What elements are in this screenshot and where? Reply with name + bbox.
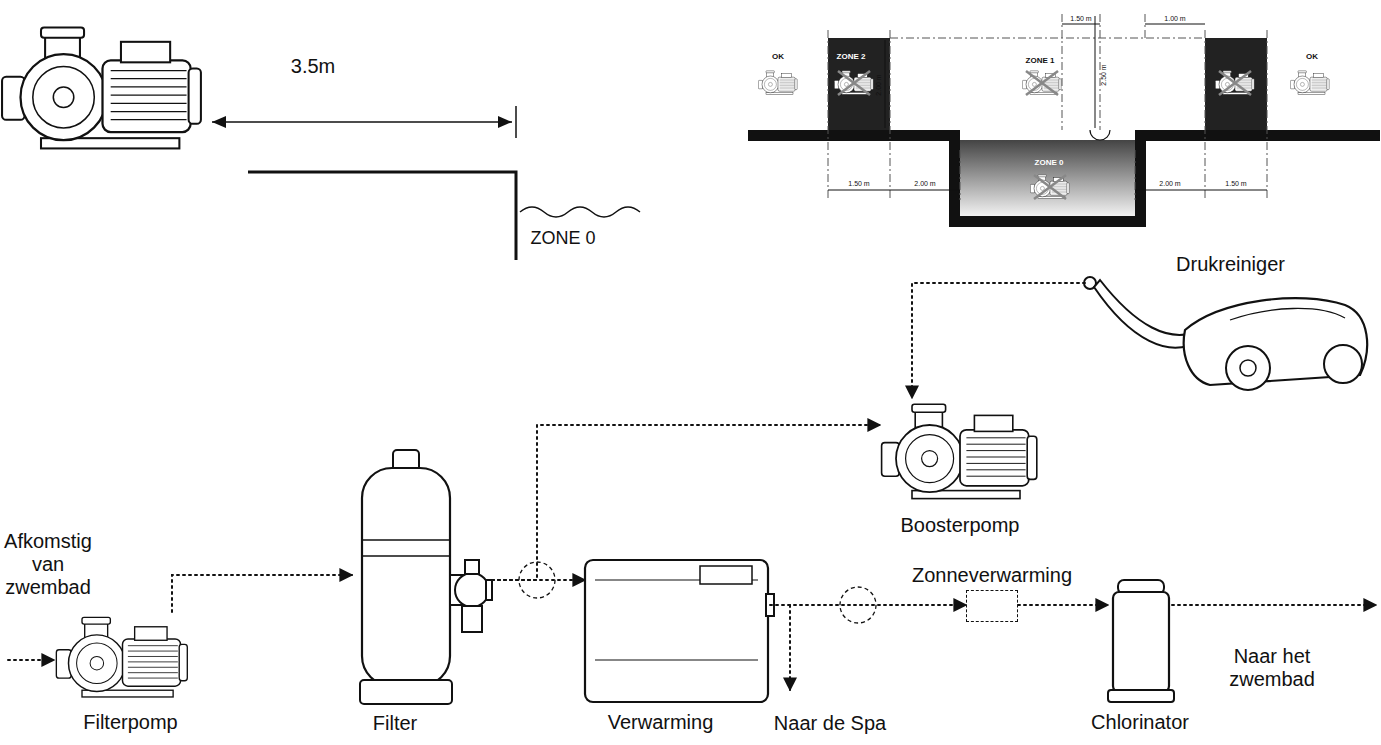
annotation-label: Naar het zwembad	[1222, 645, 1322, 691]
flow-connector	[172, 575, 352, 612]
annotation-label: 3.5m	[291, 55, 335, 78]
dimension-label: 2.00 m	[914, 180, 935, 188]
component-label: Verwarming	[608, 711, 714, 734]
annotation-label: ZONE 0	[530, 228, 595, 249]
dimension-label: OK	[772, 52, 784, 61]
annotation-label: Afkomstig van zwembad	[0, 530, 98, 599]
dimension-label: 1.50 m	[848, 180, 869, 188]
cleaner-illustration: Drukreiniger	[1085, 280, 1370, 390]
component-label: Filterpomp	[83, 711, 177, 734]
dimension-label: ZONE 2	[837, 52, 866, 61]
dimension-label: 2.00 m	[1159, 180, 1180, 188]
dimension-label: 1.50 m	[1225, 180, 1246, 188]
component-label: Chlorinator	[1091, 711, 1189, 734]
pump-illustration: Filterpomp	[55, 612, 190, 705]
dashed-box: Zonneverwarming	[966, 590, 1018, 622]
dimension-label: ZONE 0	[1035, 158, 1064, 167]
dimension-label: 2.50 m	[1100, 64, 1108, 85]
pump-illustration: Boosterpomp	[880, 398, 1040, 508]
dimension-label: 1.00 m	[1164, 15, 1185, 23]
dimension-label: 2.00 m	[875, 74, 883, 95]
dimension-label: 1.50 m	[1070, 15, 1091, 23]
component-label: Zonneverwarming	[912, 564, 1072, 587]
dimension-label: OK	[1306, 52, 1318, 61]
component-label: Filter	[373, 712, 417, 735]
flow-connector	[1018, 604, 1108, 606]
flow-connector	[492, 425, 880, 580]
dimension-label: ZONE 1	[1026, 56, 1055, 65]
chlorinator-illustration: Chlorinator	[1108, 578, 1174, 705]
flow-connector	[770, 604, 966, 606]
heater-illustration: Verwarming	[585, 558, 770, 705]
flow-connector	[912, 283, 1085, 398]
filter-illustration: Filter	[352, 448, 492, 706]
component-label: Drukreiniger	[1176, 253, 1285, 276]
component-label: Boosterpomp	[901, 514, 1020, 537]
annotation-label: Naar de Spa	[774, 712, 886, 735]
flow-connector	[492, 579, 585, 581]
